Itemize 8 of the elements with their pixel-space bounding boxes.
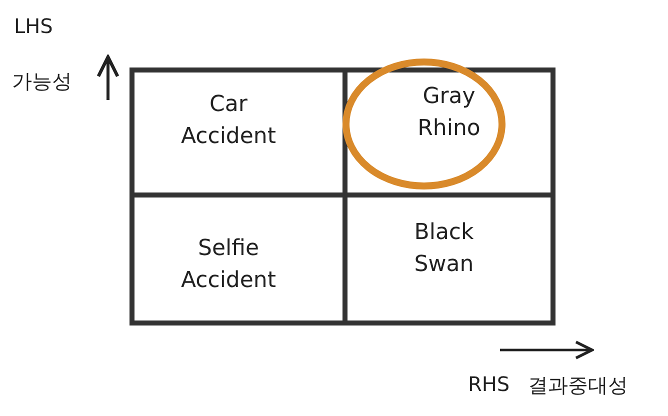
axis-label: 가능성 [12, 68, 72, 95]
quadrant-label: Car Accident [180, 90, 278, 150]
axis-label: 결과중대성 [528, 372, 628, 399]
axis-label: LHS [14, 14, 53, 38]
quadrant-label: Selfie Accident [180, 235, 278, 295]
quadrant-label: Black Swan [413, 219, 475, 279]
axis-label: RHS [468, 372, 510, 396]
quadrant-label: Gray Rhino [416, 82, 482, 142]
